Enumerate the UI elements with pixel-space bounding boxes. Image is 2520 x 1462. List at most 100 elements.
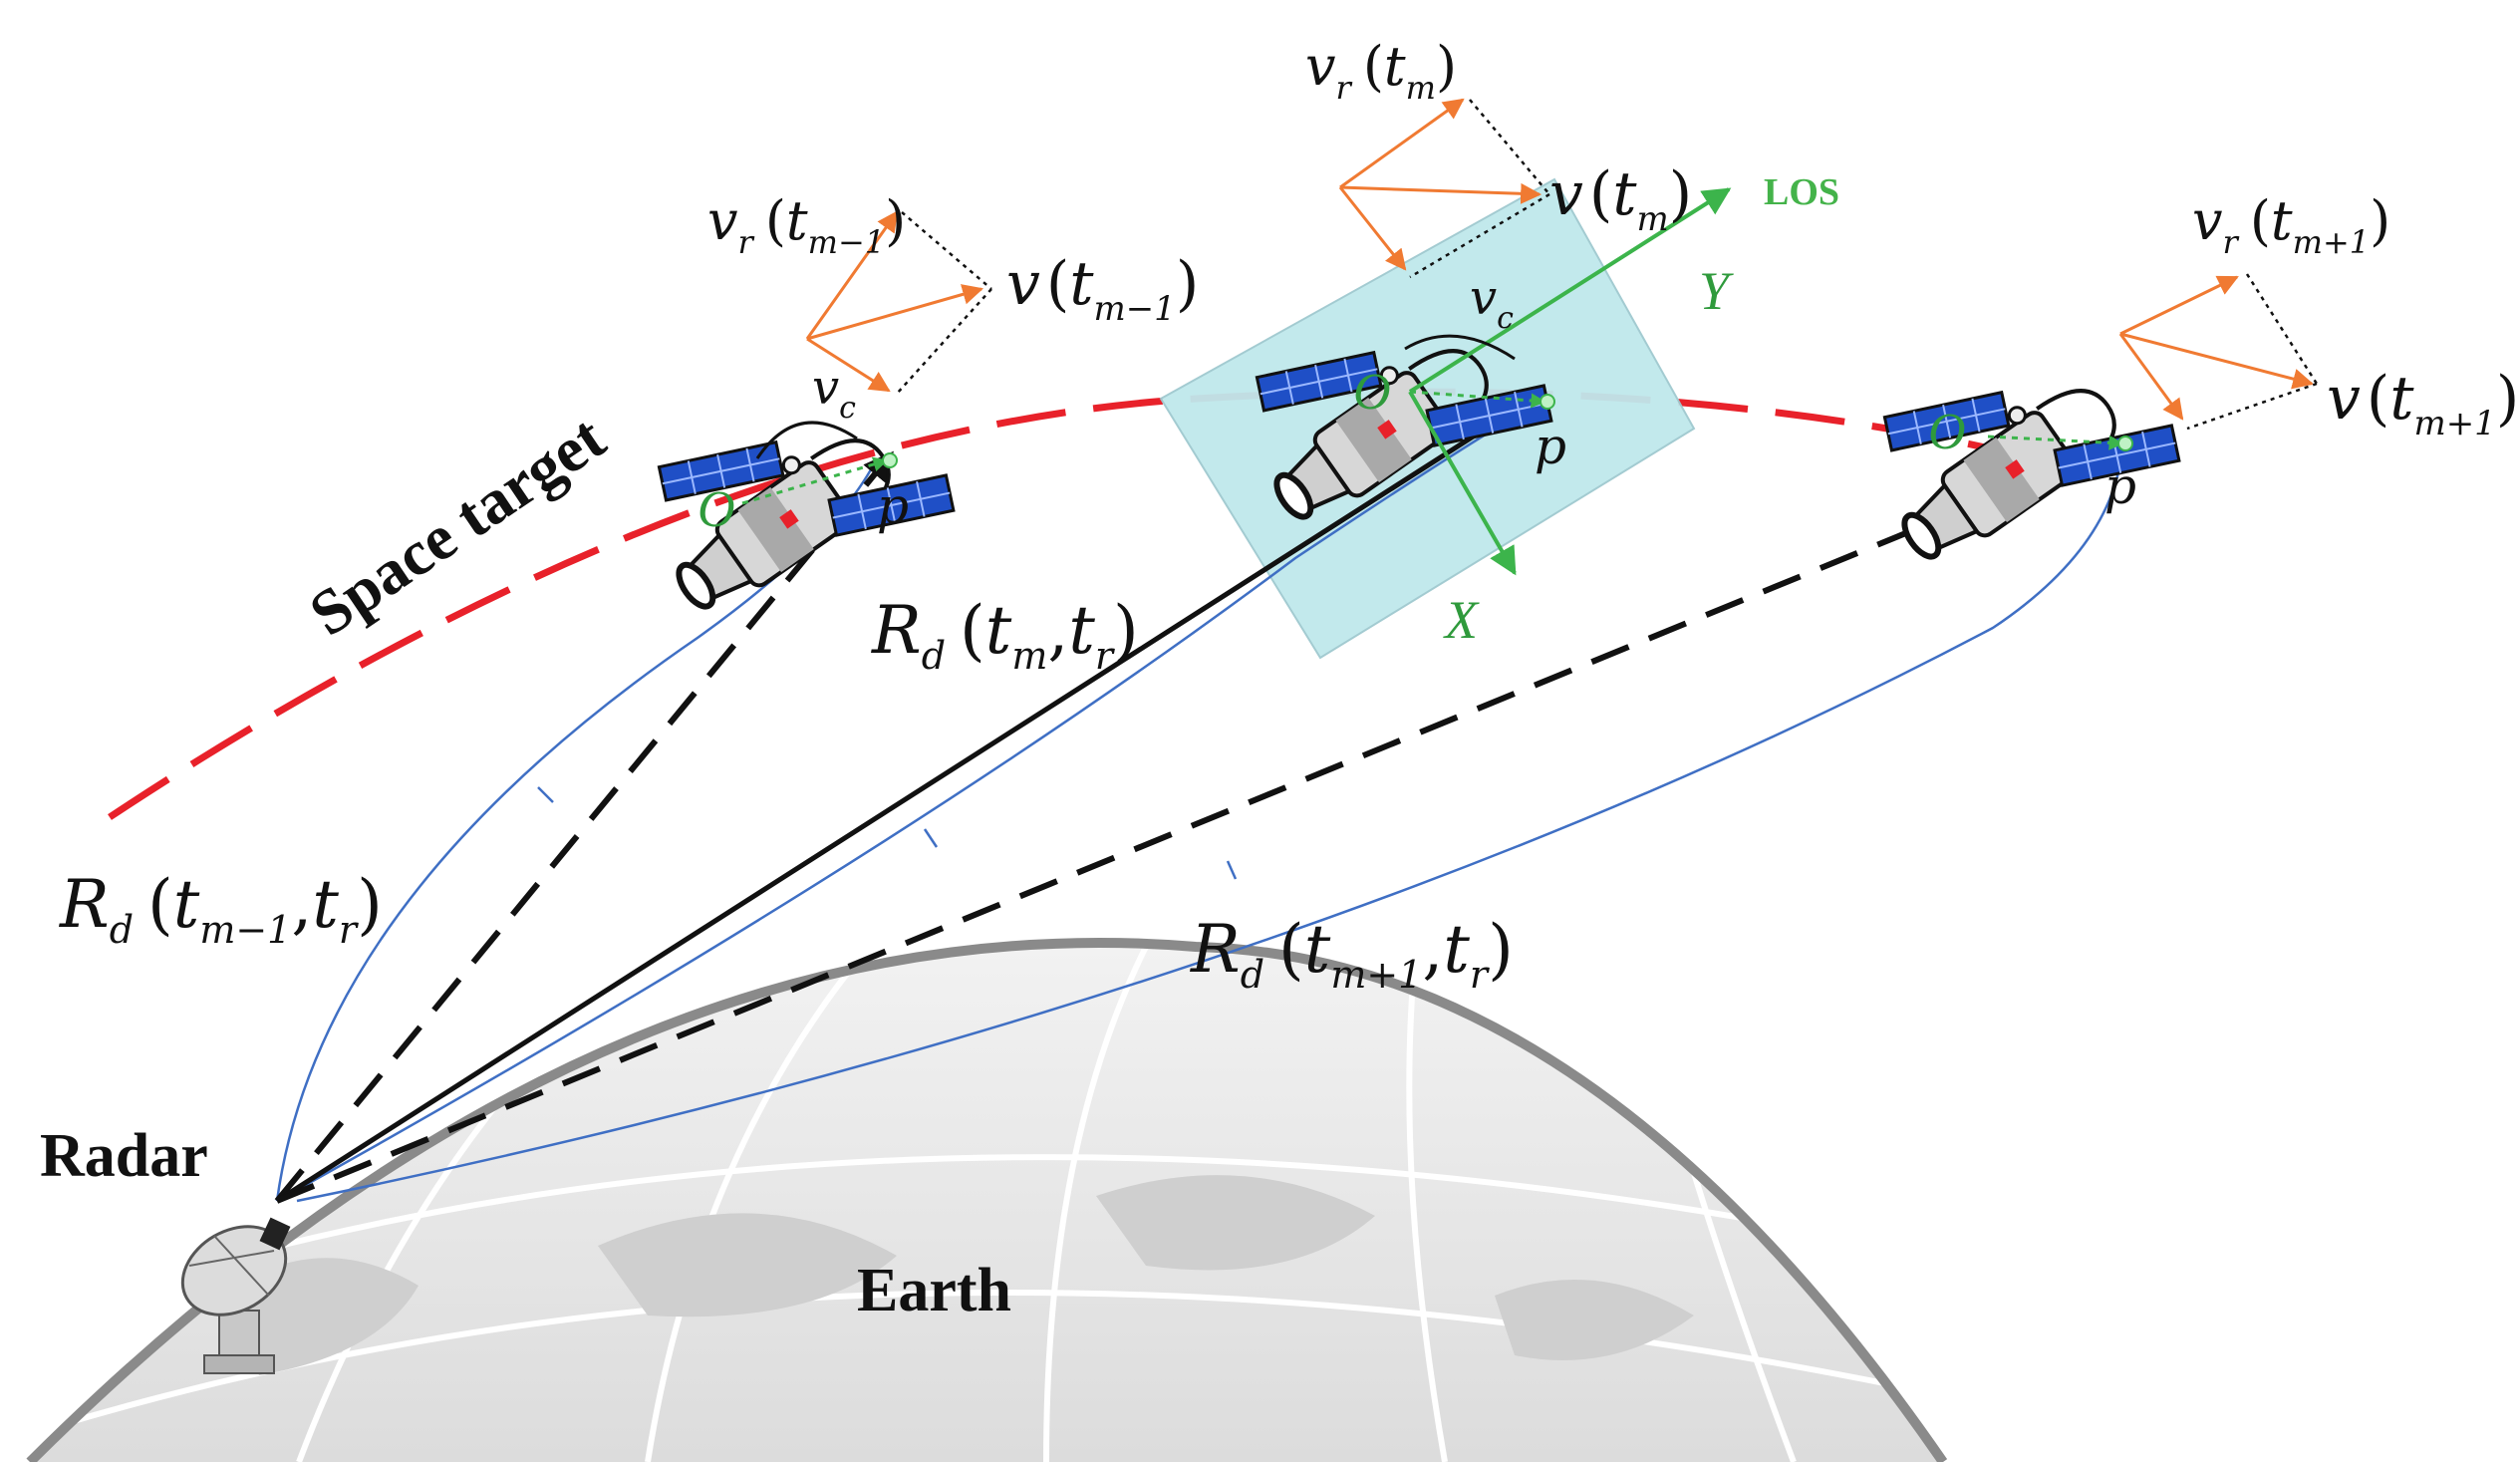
vr-subscript: r <box>738 223 755 261</box>
close-paren: ) <box>2496 364 2519 434</box>
earth-label: Earth <box>857 1257 1011 1324</box>
point-label-m: p <box>1535 418 1566 475</box>
r-subscript: d <box>110 908 134 952</box>
range-vector-m <box>275 401 1528 1204</box>
close-paren: ) <box>885 189 906 252</box>
r-symbol: R <box>59 866 110 943</box>
t-subscript: r <box>1095 634 1116 678</box>
open-paren: ( <box>2250 189 2271 252</box>
t-symbol: t <box>985 592 1012 669</box>
origin-label-m-minus: O <box>698 481 735 538</box>
axis-y-label: Y <box>1699 261 1734 321</box>
close-paren: ) <box>2370 189 2390 252</box>
t-subscript: m+1 <box>2293 223 2371 261</box>
t-subscript: r <box>1470 953 1491 997</box>
earth-globe-icon <box>26 937 1948 1462</box>
t-symbol: t <box>2389 364 2414 434</box>
open-paren: ( <box>2367 364 2389 434</box>
v-symbol: v <box>1006 249 1040 319</box>
body-frame-markers <box>741 390 2133 505</box>
earth-outline <box>26 937 1948 1462</box>
vc-symbol: v <box>1470 270 1497 326</box>
vr-symbol: v <box>2192 189 2223 252</box>
imaging-axes <box>1408 187 1732 576</box>
vr-label-m: vr (tm) <box>1305 35 1457 107</box>
t-symbol: t <box>1304 911 1331 988</box>
radar-dish-icon <box>180 1217 291 1374</box>
v-symbol: v <box>1549 159 1583 229</box>
vc-label-m-minus: vc <box>812 360 856 426</box>
t-symbol: t <box>1069 249 1094 319</box>
t-subscript: m−1 <box>808 223 886 261</box>
t-symbol: t <box>173 866 200 943</box>
close-paren: ) <box>1669 159 1692 229</box>
open-paren: ( <box>1278 911 1304 988</box>
vr-symbol: v <box>1305 35 1336 98</box>
r-symbol: R <box>1190 911 1241 988</box>
t-symbol: t <box>1068 592 1095 669</box>
vc-subscript: c <box>839 391 856 426</box>
vr-label-m-minus: vr (tm−1) <box>707 189 906 261</box>
open-paren: ( <box>147 866 173 943</box>
vc-symbol: v <box>812 360 839 416</box>
range-lines <box>274 401 2124 1204</box>
t-symbol: t <box>2271 189 2293 252</box>
t-subscript: m <box>1011 634 1047 678</box>
r-symbol: R <box>871 592 922 669</box>
point-label-m-minus: p <box>877 477 909 535</box>
vr-subscript: r <box>1336 69 1353 107</box>
comma: , <box>1047 592 1068 669</box>
open-paren: ( <box>1046 249 1069 319</box>
vr-symbol: v <box>707 189 738 252</box>
rotation-arcs <box>755 334 1516 459</box>
axis-x-label: X <box>1443 590 1480 650</box>
velocity-vectors <box>805 98 2319 431</box>
close-paren: ) <box>1488 911 1514 988</box>
t-symbol: t <box>1443 911 1470 988</box>
comma: , <box>291 866 312 943</box>
comma: , <box>1422 911 1443 988</box>
range-vector-m-minus <box>274 450 895 1203</box>
open-paren: ( <box>1363 35 1384 98</box>
origin-label-m-plus: O <box>1928 404 1966 460</box>
open-paren: ( <box>765 189 786 252</box>
r-subscript: d <box>1241 953 1264 997</box>
vc-subscript: c <box>1497 301 1514 336</box>
vc-label-m: vc <box>1470 270 1514 336</box>
orbit-path <box>108 388 2074 820</box>
close-paren: ) <box>1113 592 1139 669</box>
range-label-m-minus: Rd(tm−1,tr) <box>59 866 383 952</box>
vr-label-m-plus: vr (tm+1) <box>2192 189 2390 261</box>
t-subscript: r <box>339 908 360 952</box>
range-label-m-plus: Rd(tm+1,tr) <box>1190 911 1514 997</box>
t-symbol: t <box>786 189 808 252</box>
radar-label: Radar <box>40 1122 208 1190</box>
origin-label-m: O <box>1353 364 1391 421</box>
vr-subscript: r <box>2223 223 2240 261</box>
r-subscript: d <box>922 634 946 678</box>
t-subscript: m <box>1636 199 1668 239</box>
range-curve-m-plus <box>296 447 2124 1203</box>
close-paren: ) <box>1436 35 1457 98</box>
earth-surface <box>30 942 1943 1462</box>
v-label-m: v(tm) <box>1549 159 1692 239</box>
t-symbol: t <box>312 866 339 943</box>
los-label: LOS <box>1764 171 1839 213</box>
t-subscript: m <box>1406 69 1436 107</box>
t-subscript: m−1 <box>1093 289 1175 329</box>
t-subscript: m+1 <box>2413 404 2495 443</box>
point-label-m-plus: p <box>2104 457 2136 515</box>
close-paren: ) <box>1176 249 1199 319</box>
open-paren: ( <box>960 592 985 669</box>
v-label-m-minus: v(tm−1) <box>1006 249 1199 329</box>
earth-continents <box>219 1175 1694 1375</box>
v-label-m-plus: v(tm+1) <box>2327 364 2519 443</box>
v-symbol: v <box>2327 364 2361 434</box>
range-curve-m <box>276 412 1521 1203</box>
x-axis <box>1408 391 1517 576</box>
range-label-m: Rd(tm,tr) <box>871 592 1139 678</box>
close-paren: ) <box>357 866 383 943</box>
t-subscript: m+1 <box>1330 953 1422 997</box>
t-symbol: t <box>1384 35 1406 98</box>
